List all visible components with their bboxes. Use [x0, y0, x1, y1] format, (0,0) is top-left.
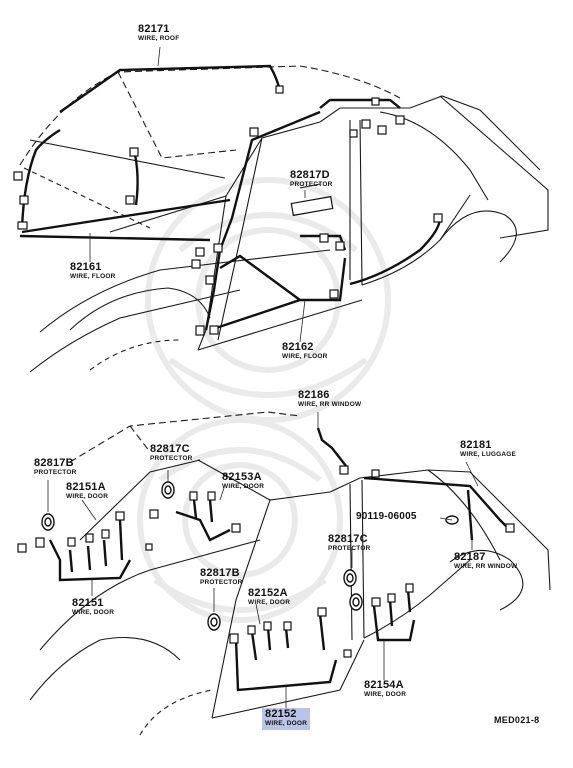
- label-82151[interactable]: 82151 WIRE, DOOR: [72, 598, 114, 617]
- part-desc: WIRE, RR WINDOW: [454, 563, 518, 570]
- part-desc: PROTECTOR: [200, 579, 243, 586]
- label-82186[interactable]: 82186 WIRE, RR WINDOW: [298, 390, 361, 409]
- part-desc: WIRE, FLOOR: [282, 353, 328, 360]
- bottom-car-body: [29, 411, 551, 736]
- part-desc: PROTECTOR: [150, 455, 193, 462]
- part-desc: PROTECTOR: [290, 181, 333, 188]
- part-number: 82817D: [290, 169, 330, 181]
- part-number: 90119-06005: [356, 511, 417, 522]
- label-82187[interactable]: 82187 WIRE, RR WINDOW: [454, 552, 517, 571]
- part-desc: PROTECTOR: [34, 469, 77, 476]
- watermark-emblem: [137, 177, 391, 623]
- label-82181[interactable]: 82181 WIRE, LUGGAGE: [460, 440, 516, 459]
- part-number: 82162: [282, 341, 314, 353]
- part-number: 82153A: [222, 471, 262, 483]
- part-desc: WIRE, DOOR: [364, 691, 407, 698]
- leader-lines: [47, 46, 479, 708]
- label-82817B-front[interactable]: 82817B PROTECTOR: [34, 458, 77, 477]
- part-number: 82152A: [248, 587, 288, 599]
- diagram-code: MED021-8: [494, 715, 540, 725]
- label-82151A[interactable]: 82151A WIRE, DOOR: [66, 482, 108, 501]
- part-desc: WIRE, ROOF: [138, 35, 180, 42]
- label-82154A[interactable]: 82154A WIRE, DOOR: [364, 680, 406, 699]
- part-desc: WIRE, RR WINDOW: [298, 401, 362, 408]
- label-82153A[interactable]: 82153A WIRE, DOOR: [222, 472, 264, 491]
- part-number: 82154A: [364, 679, 404, 691]
- top-car-connectors: [13, 85, 443, 336]
- part-desc: WIRE, DOOR: [72, 609, 115, 616]
- label-82817C-rear[interactable]: 82817C PROTECTOR: [328, 534, 371, 553]
- part-desc: WIRE, FLOOR: [70, 273, 116, 280]
- part-number: 82186: [298, 389, 330, 401]
- part-number: 82817C: [150, 443, 190, 455]
- label-82171[interactable]: 82171 WIRE, ROOF: [138, 24, 179, 43]
- part-number: 82161: [70, 261, 102, 273]
- part-number: 82151: [72, 597, 104, 609]
- part-number: 82817B: [200, 567, 240, 579]
- part-desc: WIRE, DOOR: [265, 720, 308, 727]
- part-number: 82151A: [66, 481, 106, 493]
- label-82817C-front[interactable]: 82817C PROTECTOR: [150, 444, 193, 463]
- part-number: 82181: [460, 439, 492, 451]
- label-82161[interactable]: 82161 WIRE, FLOOR: [70, 262, 116, 281]
- bottom-car-connectors: [17, 465, 515, 658]
- part-desc: WIRE, DOOR: [248, 599, 291, 606]
- part-desc: WIRE, LUGGAGE: [460, 451, 517, 458]
- top-car-harness: [19, 64, 442, 332]
- label-90119-06005[interactable]: 90119-06005: [356, 512, 417, 522]
- part-number: 82171: [138, 23, 170, 35]
- part-number: 82187: [454, 551, 486, 563]
- part-desc: WIRE, DOOR: [222, 483, 265, 490]
- label-82152-highlighted[interactable]: 82152 WIRE, DOOR: [262, 708, 311, 730]
- label-82152A[interactable]: 82152A WIRE, DOOR: [248, 588, 290, 607]
- label-82162[interactable]: 82162 WIRE, FLOOR: [282, 342, 328, 361]
- part-desc: PROTECTOR: [328, 545, 371, 552]
- part-number: 82152: [265, 708, 297, 720]
- part-number: 82817B: [34, 457, 74, 469]
- part-desc: WIRE, DOOR: [66, 493, 109, 500]
- part-number: 82817C: [328, 533, 368, 545]
- bottom-car-harness: [48, 427, 511, 692]
- label-82817D[interactable]: 82817D PROTECTOR: [290, 170, 333, 189]
- label-82817B-rear[interactable]: 82817B PROTECTOR: [200, 568, 243, 587]
